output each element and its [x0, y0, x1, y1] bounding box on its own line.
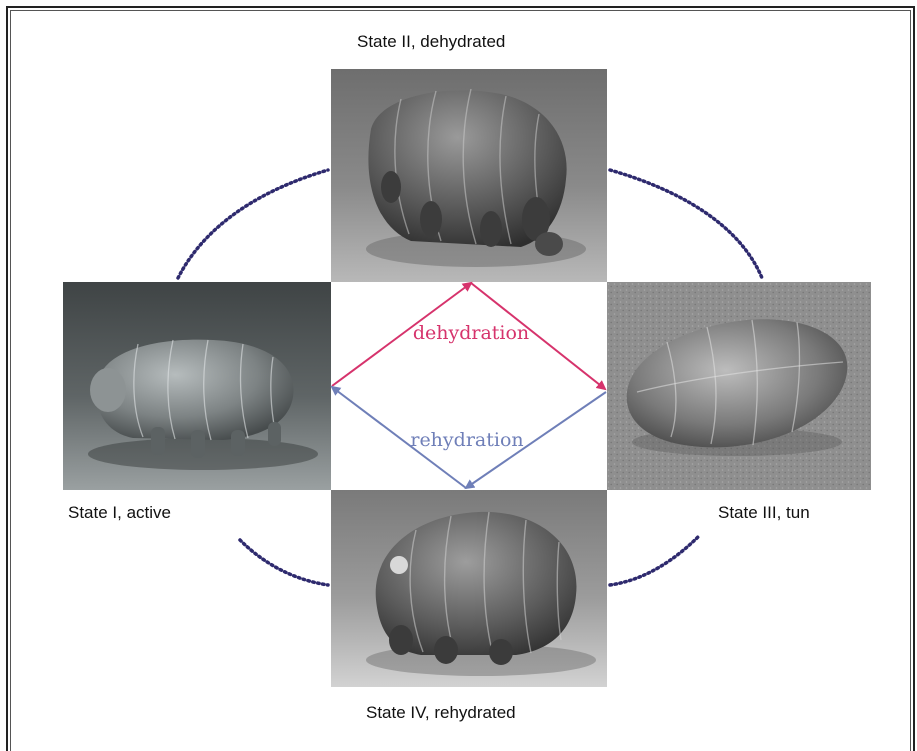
dehydration-label: dehydration: [413, 322, 529, 344]
cycle-arc-bottom-right: [610, 535, 700, 585]
rehydration-label: rehydration: [410, 429, 523, 451]
cycle-arc-top-right: [610, 170, 762, 278]
cycle-arc-top-left: [178, 170, 328, 278]
cycle-arc-bottom-left: [240, 540, 328, 585]
